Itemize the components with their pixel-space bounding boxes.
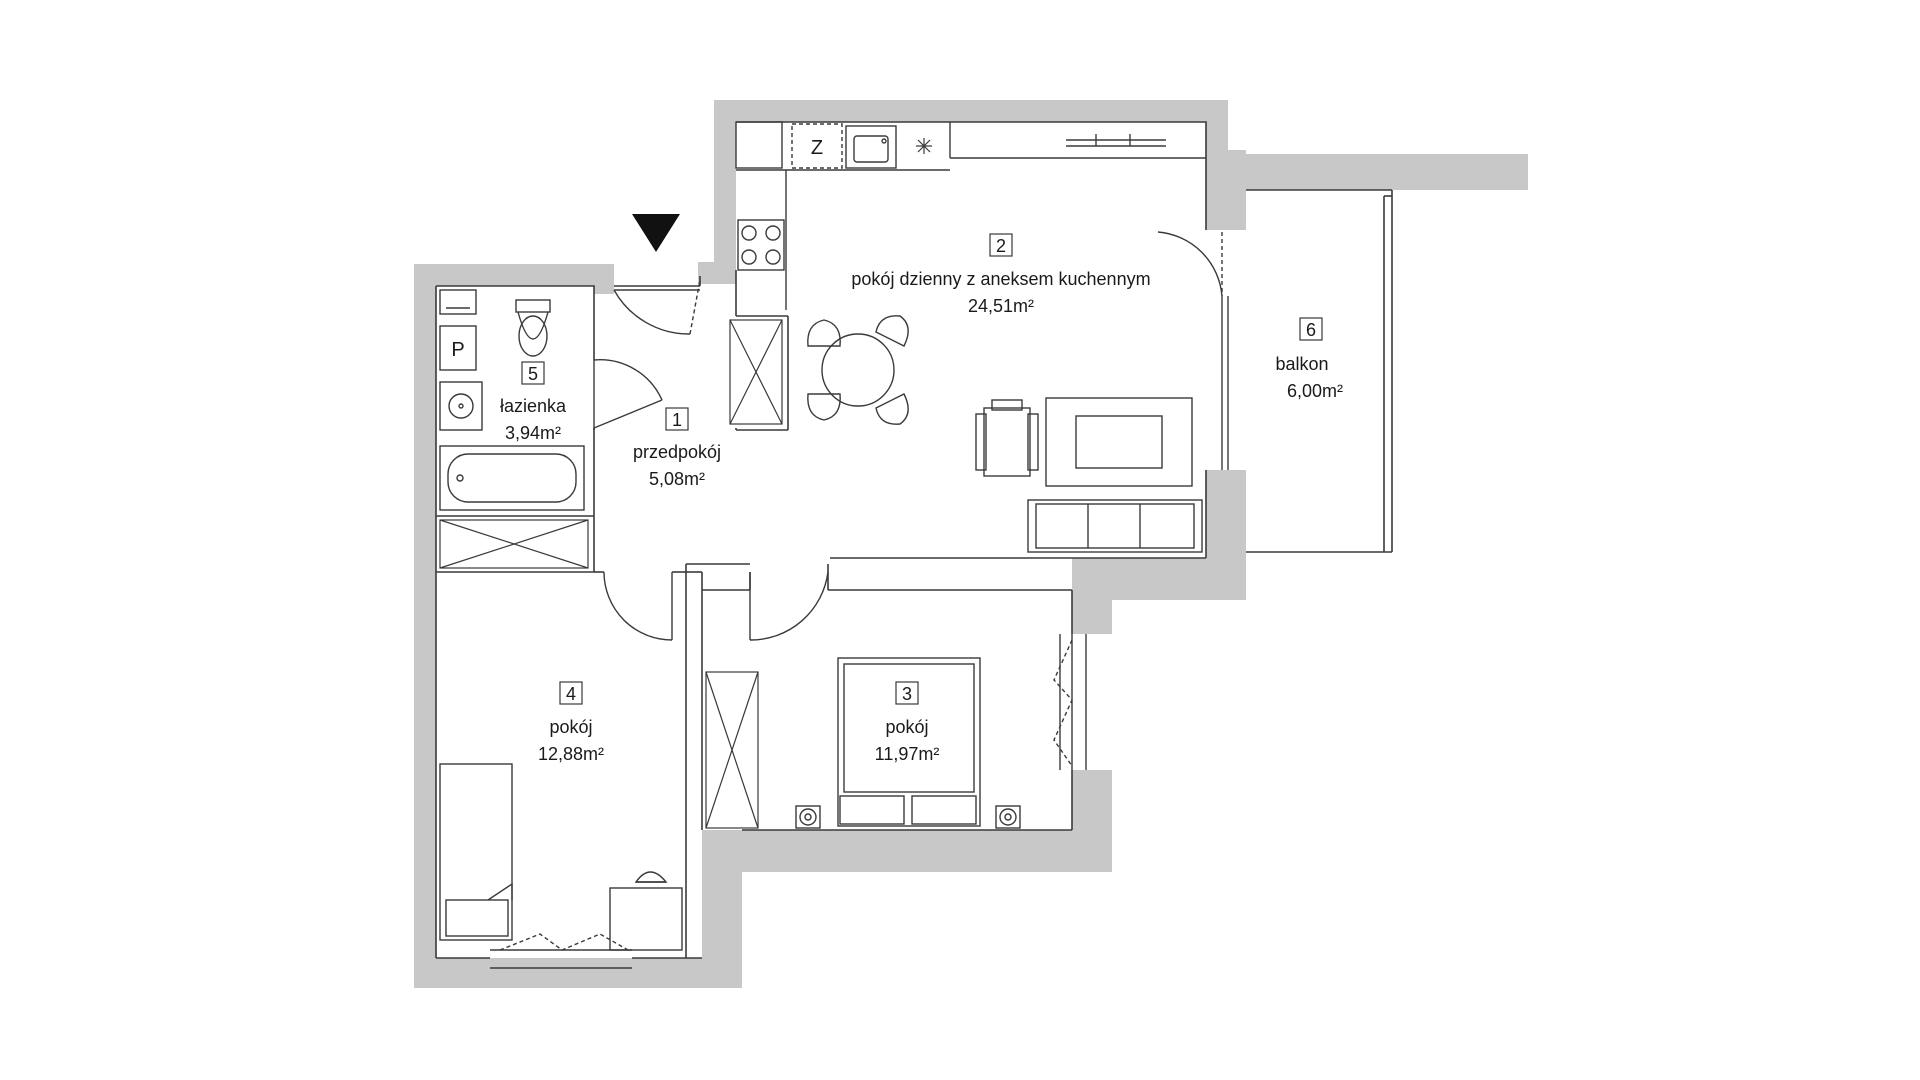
room-1-number: 1 — [672, 410, 682, 430]
kitchen — [735, 121, 1206, 310]
room-4-name: pokój — [549, 717, 592, 737]
bathroom-fixtures — [439, 289, 585, 511]
room-number-boxes — [521, 233, 1323, 705]
dryer-label: Z — [811, 137, 823, 159]
room-5-area: 3,94m² — [505, 423, 561, 443]
room-6-number: 6 — [1306, 320, 1316, 340]
room-1-name: przedpokój — [633, 442, 721, 462]
room-1-area: 5,08m² — [649, 469, 705, 489]
wardrobes — [439, 319, 783, 829]
walls — [414, 100, 1528, 988]
entrance-arrow-icon — [632, 214, 680, 252]
bedroom-furniture — [795, 657, 1021, 829]
room-3-number: 3 — [902, 684, 912, 704]
room-4-area: 12,88m² — [538, 744, 604, 764]
room-4-number: 4 — [566, 684, 576, 704]
room-5-number: 5 — [528, 364, 538, 384]
room-2-number: 2 — [996, 236, 1006, 256]
room-6-area: 6,00m² — [1287, 381, 1343, 401]
room-3-name: pokój — [885, 717, 928, 737]
room-5-name: łazienka — [500, 396, 567, 416]
balcony — [1246, 189, 1393, 553]
room-6-name: balkon — [1275, 354, 1328, 374]
dining-set — [807, 315, 909, 425]
snowflake-icon — [916, 138, 932, 154]
living-furniture — [975, 397, 1203, 553]
room-2-name: pokój dzienny z aneksem kuchennym — [851, 269, 1150, 289]
room-labels: 1 przedpokój 5,08m² 2 pokój dzienny z an… — [500, 236, 1343, 764]
interior-lines — [435, 121, 1207, 959]
washer-label: P — [451, 339, 464, 361]
room-3-area: 11,97m² — [875, 744, 940, 764]
room4-furniture — [439, 763, 683, 951]
room-2-area: 24,51m² — [968, 296, 1034, 316]
